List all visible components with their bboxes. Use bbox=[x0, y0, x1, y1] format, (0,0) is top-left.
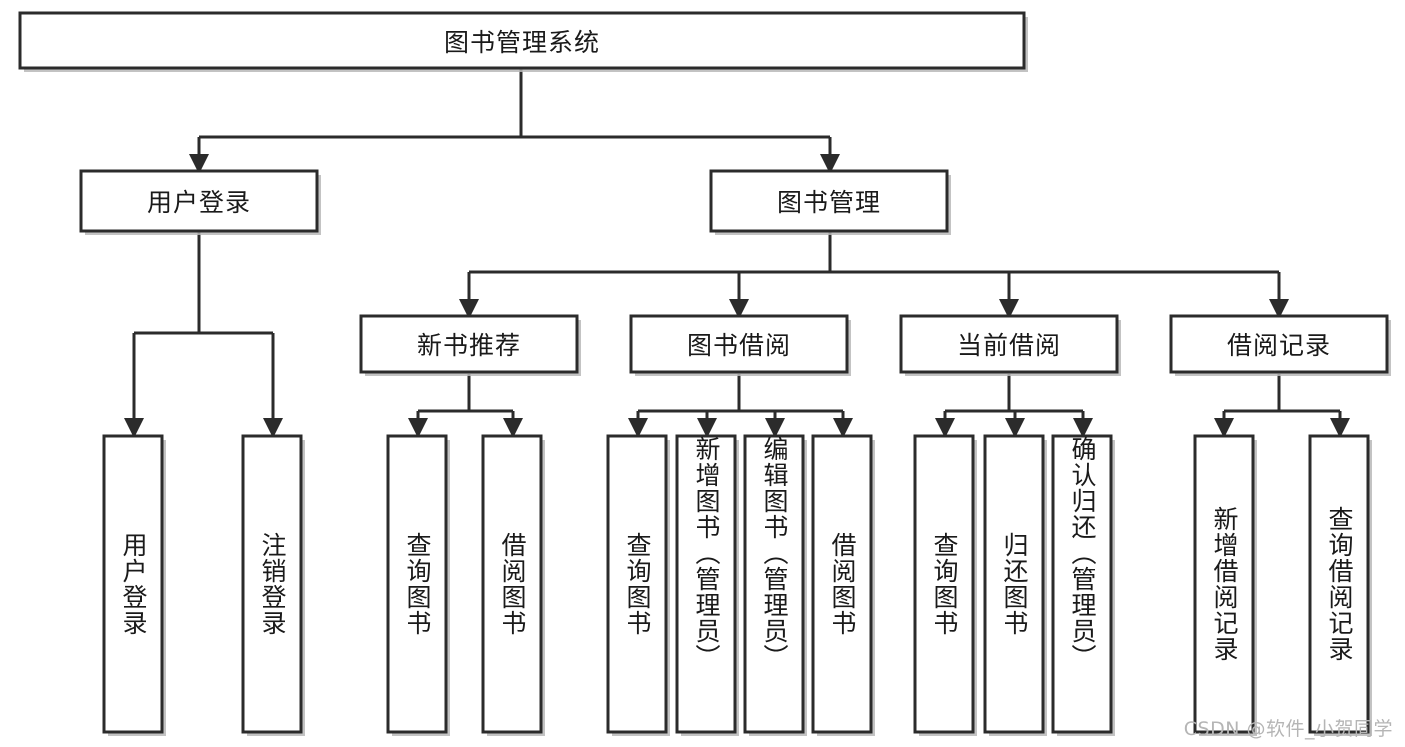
node-book-manage[interactable] bbox=[709, 169, 949, 233]
node-borrow-record[interactable] bbox=[1169, 314, 1389, 374]
leaf-book-borrow-3[interactable] bbox=[743, 434, 805, 734]
leaf-new-book-2[interactable] bbox=[481, 434, 543, 734]
node-book-management-system[interactable] bbox=[18, 11, 1026, 70]
leaf-user-login-1[interactable] bbox=[102, 434, 164, 734]
leaf-current-borrow-3[interactable] bbox=[1051, 434, 1113, 734]
node-user-login[interactable] bbox=[79, 169, 319, 233]
leaf-current-borrow-1[interactable] bbox=[913, 434, 975, 734]
leaf-book-borrow-2[interactable] bbox=[675, 434, 737, 734]
nodes-layer bbox=[18, 11, 1391, 736]
leaf-borrow-record-2[interactable] bbox=[1308, 434, 1370, 734]
node-book-borrow[interactable] bbox=[629, 314, 849, 374]
leaf-current-borrow-2[interactable] bbox=[983, 434, 1045, 734]
leaf-user-login-2[interactable] bbox=[241, 434, 303, 734]
leaf-book-borrow-4[interactable] bbox=[811, 434, 873, 734]
leaf-new-book-1[interactable] bbox=[386, 434, 448, 734]
edges-layer bbox=[132, 68, 1342, 418]
node-current-borrow[interactable] bbox=[899, 314, 1119, 374]
node-new-book-recommend[interactable] bbox=[359, 314, 579, 374]
csdn-watermark: CSDN @软件_小贺同学 bbox=[1183, 718, 1393, 740]
leaf-book-borrow-1[interactable] bbox=[606, 434, 668, 734]
leaf-borrow-record-1[interactable] bbox=[1193, 434, 1255, 734]
